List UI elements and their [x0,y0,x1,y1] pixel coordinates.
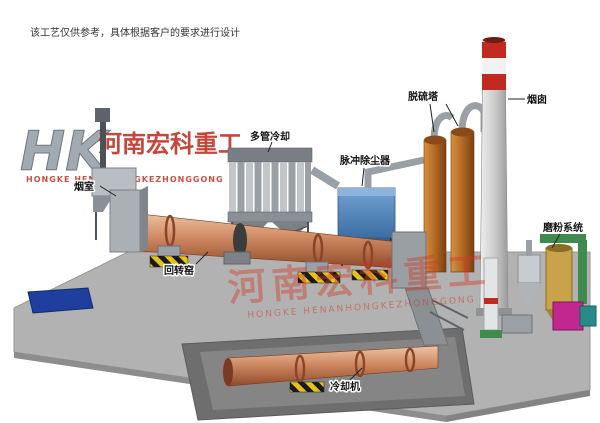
blue-foundation-pad [27,287,94,314]
cooling-machine [223,345,439,393]
green-duct-vertical [578,240,587,304]
label-multi-tube-cooler: 多管冷却 [250,130,290,143]
smoke-chamber [91,108,148,253]
dust-collector-outlet-duct [364,156,425,188]
smoke-chamber-stack [100,120,106,172]
label-pulse-dust-collector: 脉冲除尘器 [339,154,391,167]
kiln-support-base-1 [149,255,189,268]
desulfurization-towers [423,102,488,273]
label-smoke-chamber: 烟室 [74,180,94,193]
kiln-hood [351,231,469,346]
label-chimney: 烟囱 [527,93,547,106]
kiln-drive-unit [223,251,251,265]
cooler-support-base [289,381,325,393]
grinding-system [480,234,597,338]
disclaimer-text: 该工艺仅供参考，具体根据客户的要求进行设计 [30,26,240,39]
label-rotary-kiln: 回转窑 [164,264,194,277]
label-grinding-system: 磨粉系统 [542,221,583,234]
label-cooling-machine: 冷却机 [330,380,360,393]
cyclone-separator [517,254,541,284]
teal-unit [579,305,597,327]
green-duct-horizontal [540,234,586,243]
logo-monogram: HK [20,120,111,183]
kiln-support-base-2 [297,271,341,284]
chimney [476,37,512,316]
cooler-tubes [229,162,311,212]
discharge-chute [404,287,449,346]
cooler-outlet-duct [309,166,341,190]
girth-gear [233,223,247,257]
label-desulfurization-tower: 脱硫塔 [408,90,439,103]
center-watermark: 河南宏科重工 HONGKE HENANHONGKEZHONGGONG [226,248,492,321]
smoke-chamber-box [109,189,141,253]
magenta-unit [552,301,584,331]
labels: 烟室 回转窑 多管冷却 脉冲除尘器 脱硫塔 烟囱 磨粉系统 冷却机 [73,89,585,395]
logo-brand-cn: 河南宏科重工 [98,130,242,158]
mill-body [545,247,573,311]
